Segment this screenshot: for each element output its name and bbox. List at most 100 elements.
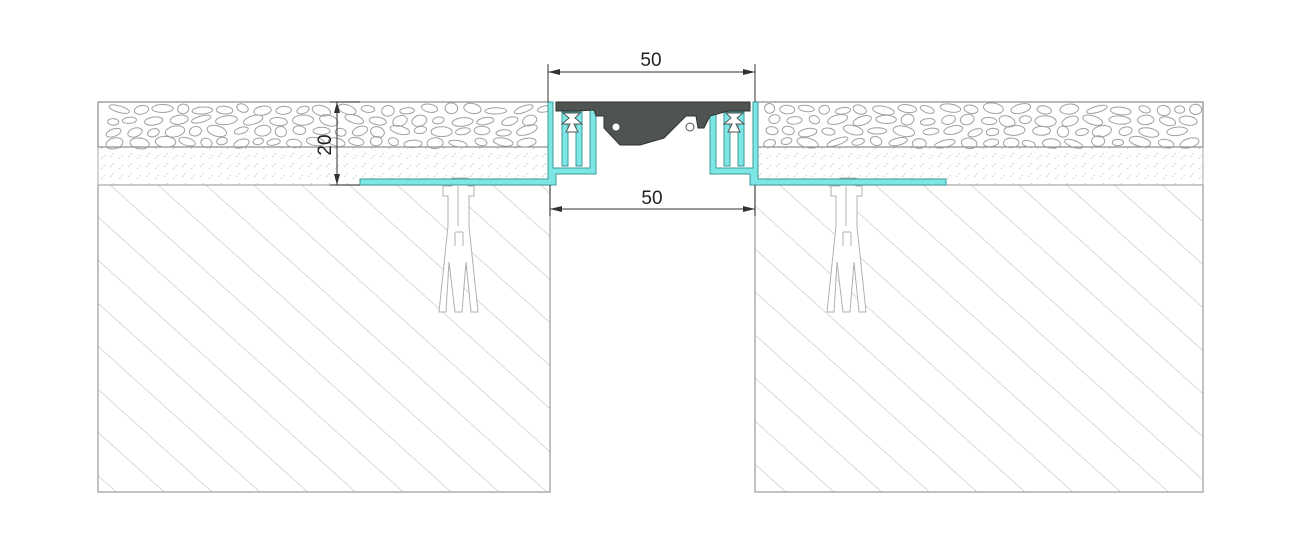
pebble: [426, 137, 444, 150]
pebble: [1179, 137, 1200, 149]
pebble: [133, 104, 150, 115]
pebble: [154, 135, 177, 148]
left-concrete-slab: [97, 184, 551, 493]
pebble: [305, 136, 325, 147]
pebble: [389, 125, 411, 136]
pebble: [476, 116, 495, 126]
pebble: [780, 137, 793, 146]
pebble: [215, 105, 234, 115]
pebble: [960, 137, 978, 150]
pebble: [522, 114, 538, 127]
pebble: [875, 114, 897, 125]
pebble: [236, 103, 249, 113]
pebble: [151, 104, 174, 113]
pebble: [216, 136, 228, 146]
pebble: [980, 116, 998, 126]
pebble: [513, 104, 534, 115]
pebble: [370, 126, 385, 138]
pebble: [826, 136, 849, 148]
pebble: [867, 127, 888, 135]
pebble: [252, 137, 264, 146]
pebble: [200, 137, 213, 149]
pebble: [233, 126, 249, 135]
pebble: [191, 114, 212, 124]
pebble: [206, 124, 228, 138]
pebble: [169, 114, 189, 125]
pebble: [1003, 124, 1026, 136]
pebble: [1109, 106, 1132, 116]
pebble: [108, 104, 130, 114]
pebble: [1075, 128, 1089, 137]
dimension-bottom-width: [549, 185, 756, 216]
pebble: [501, 116, 519, 127]
pebble: [869, 135, 883, 147]
pebble: [1118, 126, 1133, 136]
pebble: [516, 137, 537, 148]
pebble: [797, 127, 818, 138]
pebble: [327, 137, 346, 148]
pebble: [242, 114, 264, 126]
pebble: [312, 126, 331, 136]
pebble: [275, 105, 292, 115]
pebble: [1178, 115, 1198, 126]
right-stone-layer: [754, 101, 1204, 150]
pebble: [292, 114, 315, 126]
pebble: [1036, 105, 1052, 115]
pebble: [360, 105, 376, 113]
pebble: [985, 127, 1000, 137]
pebble: [796, 137, 819, 149]
pebble: [781, 125, 795, 136]
pebble: [266, 138, 281, 146]
pebble: [852, 115, 872, 127]
pebble: [1086, 104, 1108, 114]
pebble: [296, 105, 310, 115]
pebble: [146, 128, 160, 138]
pebble: [516, 124, 538, 136]
pebble: [495, 129, 512, 137]
pebble: [286, 138, 303, 149]
pebble: [1042, 138, 1062, 149]
pebble: [1138, 105, 1151, 114]
pebble: [105, 137, 124, 150]
pebble: [474, 137, 488, 147]
pebble: [943, 125, 964, 135]
pebble: [368, 116, 387, 126]
pebble: [768, 114, 781, 125]
pebble: [473, 125, 491, 136]
left-stone-layer: [97, 101, 553, 150]
pebble: [872, 105, 895, 116]
pebble: [1061, 115, 1079, 127]
pebble: [413, 125, 428, 135]
pebble: [1137, 114, 1155, 126]
pebble: [1091, 124, 1112, 138]
pebble: [1082, 114, 1104, 126]
pebble: [1108, 115, 1132, 125]
pebble: [188, 125, 202, 137]
dimension-top-width-label: 50: [640, 50, 661, 71]
pebble: [983, 138, 1000, 148]
pebble: [403, 139, 423, 149]
pebble: [444, 102, 459, 115]
pebble: [827, 114, 848, 125]
pebble: [1010, 103, 1032, 115]
pebble: [164, 125, 186, 138]
pebble: [967, 128, 983, 138]
dimension-height-label: 20: [315, 134, 336, 155]
pebble: [381, 105, 395, 117]
pebble: [808, 115, 821, 125]
pebble: [963, 104, 979, 115]
right-aluminium-profile: [709, 101, 947, 186]
pebble: [1064, 138, 1084, 149]
pebble: [763, 138, 776, 148]
pebble: [399, 107, 415, 115]
pebble: [933, 139, 956, 149]
pebble: [178, 136, 196, 147]
pebble: [292, 125, 307, 136]
pebble: [448, 139, 468, 148]
pebble: [177, 103, 190, 115]
pebble: [1111, 138, 1125, 147]
pebble: [451, 117, 474, 127]
pebble: [319, 114, 339, 127]
pebble: [253, 105, 272, 116]
pebble: [129, 137, 150, 150]
